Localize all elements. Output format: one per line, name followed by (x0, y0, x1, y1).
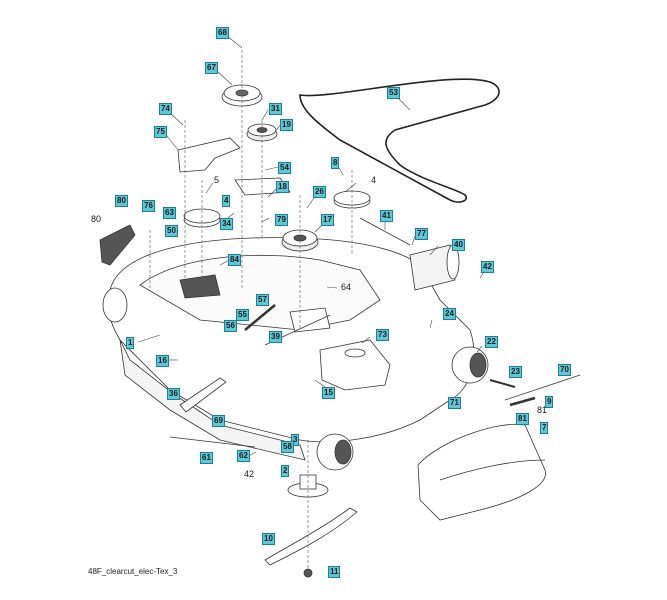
bracket-75 (177, 137, 241, 173)
cover-73 (319, 339, 391, 391)
part-label-54[interactable]: 54 (278, 162, 291, 174)
part-label-50[interactable]: 50 (165, 225, 178, 237)
part-label-31[interactable]: 31 (269, 103, 282, 115)
part-label-17[interactable]: 17 (321, 214, 334, 226)
roller-40 (409, 244, 456, 291)
part-label-77[interactable]: 77 (415, 228, 428, 240)
part-label-5[interactable]: 5 (214, 175, 220, 185)
part-label-63[interactable]: 63 (163, 207, 176, 219)
part-label-4[interactable]: 4 (371, 175, 377, 185)
part-label-80[interactable]: 80 (115, 195, 128, 207)
part-label-42[interactable]: 42 (481, 261, 494, 273)
part-label-71[interactable]: 71 (448, 397, 461, 409)
part-label-11[interactable]: 11 (328, 566, 341, 578)
blade-10 (264, 507, 358, 566)
part-label-79[interactable]: 79 (275, 214, 288, 226)
part-label-55[interactable]: 55 (236, 309, 249, 321)
drive-belt (299, 78, 500, 203)
spindle-center (289, 307, 331, 333)
link-36 (179, 377, 227, 413)
part-label-1[interactable]: 1 (126, 337, 135, 349)
wheel-left (102, 287, 128, 323)
part-label-80-plain[interactable]: 80 (91, 214, 102, 224)
pin-23 (489, 379, 516, 388)
part-label-42-plain[interactable]: 42 (244, 469, 255, 479)
part-label-81[interactable]: 81 (516, 413, 529, 425)
part-label-61[interactable]: 61 (200, 452, 213, 464)
part-label-68[interactable]: 68 (216, 27, 229, 39)
part-label-57[interactable]: 57 (256, 294, 269, 306)
part-label-76[interactable]: 76 (142, 200, 155, 212)
part-label-67[interactable]: 67 (205, 62, 218, 74)
part-label-2[interactable]: 2 (281, 465, 290, 477)
part-label-23[interactable]: 23 (509, 366, 522, 378)
part-label-53[interactable]: 53 (387, 87, 400, 99)
guard-76 (99, 224, 136, 266)
part-label-36[interactable]: 36 (167, 388, 180, 400)
discharge-chute-7 (417, 423, 546, 521)
rod-70 (504, 374, 581, 401)
part-label-34[interactable]: 34 (220, 218, 233, 230)
part-label-18[interactable]: 18 (276, 181, 289, 193)
part-label-41[interactable]: 41 (380, 210, 393, 222)
part-label-10[interactable]: 10 (262, 533, 275, 545)
part-label-56[interactable]: 56 (224, 320, 237, 332)
part-label-73[interactable]: 73 (376, 329, 389, 341)
part-label-3[interactable]: 3 (291, 434, 300, 446)
diagram-caption: 48F_clearcut_elec-Tex_3 (88, 567, 178, 576)
part-label-24[interactable]: 24 (443, 308, 456, 320)
part-label-81-plain[interactable]: 81 (537, 405, 548, 415)
shaft-41 (359, 217, 411, 246)
part-label-16[interactable]: 16 (156, 355, 169, 367)
spindle-left (179, 274, 221, 299)
part-label-58[interactable]: 58 (281, 441, 294, 453)
part-label-4-boxed[interactable]: 4 (222, 195, 231, 207)
part-label-7[interactable]: 7 (540, 422, 549, 434)
rod-61 (169, 436, 256, 448)
part-label-62[interactable]: 62 (237, 450, 250, 462)
part-label-74[interactable]: 74 (159, 103, 172, 115)
part-label-75[interactable]: 75 (154, 126, 167, 138)
part-label-84[interactable]: 84 (228, 254, 241, 266)
spring-57 (244, 304, 276, 331)
part-label-70[interactable]: 70 (558, 364, 571, 376)
part-label-8[interactable]: 8 (331, 157, 340, 169)
part-label-40[interactable]: 40 (452, 239, 465, 251)
part-label-22[interactable]: 22 (485, 336, 498, 348)
part-label-19[interactable]: 19 (280, 119, 293, 131)
part-label-26[interactable]: 26 (313, 186, 326, 198)
part-label-39[interactable]: 39 (269, 331, 282, 343)
part-label-15[interactable]: 15 (322, 387, 335, 399)
part-label-69[interactable]: 69 (212, 415, 225, 427)
spring-9 (509, 396, 536, 407)
part-label-64[interactable]: 64 (341, 282, 352, 292)
part-label-9[interactable]: 9 (545, 396, 554, 408)
